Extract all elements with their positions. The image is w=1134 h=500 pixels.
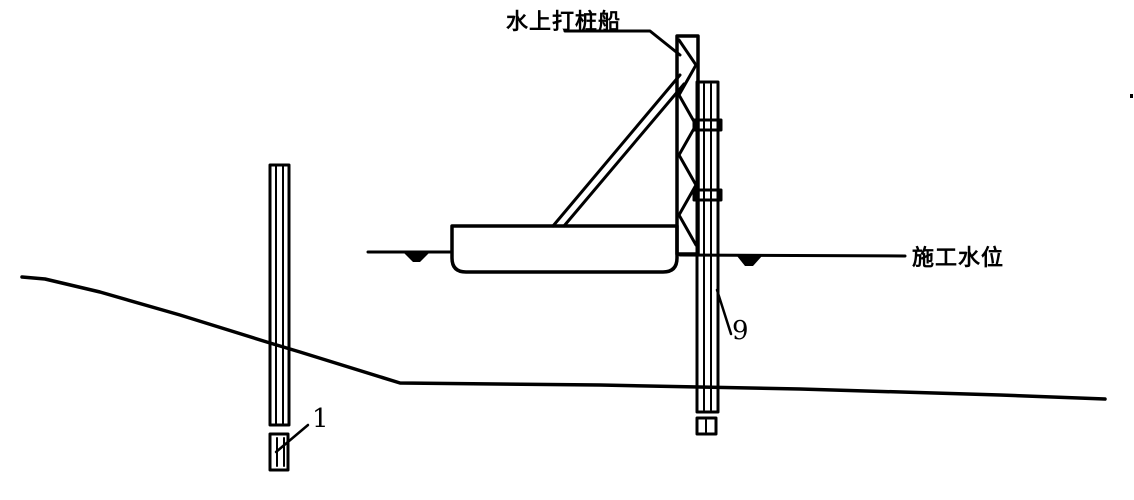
- seabed-profile-line: [20, 275, 1107, 401]
- label-construction-water-level: 施工水位: [912, 246, 1005, 271]
- label-pile-driving-vessel: 水上打桩船: [506, 10, 622, 35]
- water-level-line: [366, 250, 907, 266]
- leader-line-vessel: [563, 29, 682, 57]
- leader-line-1: [274, 423, 310, 454]
- pile-driver-tower: [675, 34, 700, 256]
- pile-1: [268, 163, 291, 472]
- pile-9: [692, 80, 723, 436]
- leader-line-9: [715, 288, 733, 336]
- label-ref-1: 1: [312, 404, 329, 434]
- label-ref-9: 9: [732, 316, 749, 346]
- boom-brace: [551, 73, 686, 228]
- water-level-symbol-right: [737, 256, 762, 266]
- barge-hull: [450, 224, 679, 274]
- stray-mark: [1130, 94, 1133, 98]
- water-level-symbol-left: [403, 252, 430, 262]
